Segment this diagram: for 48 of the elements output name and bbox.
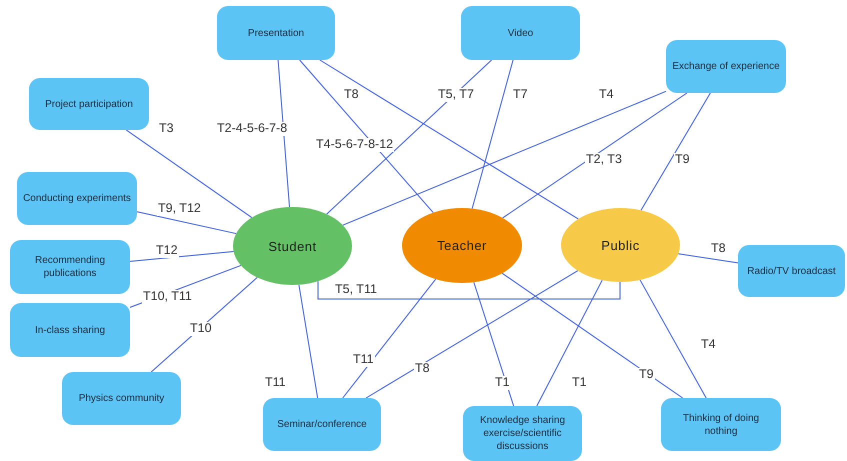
edge-label: T1 <box>494 376 511 390</box>
connector-line <box>150 276 258 372</box>
role-ellipse: Public <box>561 208 680 282</box>
activity-box: Presentation <box>217 6 335 60</box>
connector-line <box>130 251 234 262</box>
edge-label: T4-5-6-7-8-12 <box>315 138 394 152</box>
connector-line <box>536 280 603 406</box>
connector-line <box>278 60 290 208</box>
connector-line <box>678 253 738 264</box>
edge-label: T2-4-5-6-7-8 <box>216 122 288 136</box>
connector-line <box>326 60 492 215</box>
activity-box: Video <box>461 6 580 60</box>
connector-line <box>299 60 434 214</box>
connector-line <box>342 278 436 398</box>
activity-box: In-class sharing <box>10 303 130 357</box>
role-ellipse: Teacher <box>402 208 522 283</box>
connector-line <box>318 280 620 300</box>
connector-line <box>472 60 514 210</box>
connector-line <box>342 90 666 226</box>
connector-line <box>473 282 514 406</box>
edge-label: T10 <box>189 322 213 336</box>
connector-line <box>640 279 707 398</box>
activity-box: Physics community <box>62 372 181 425</box>
activity-box: Radio/TV broadcast <box>738 245 845 297</box>
edge-label: T2, T3 <box>585 153 623 167</box>
edge-label: T11 <box>352 353 375 367</box>
edge-label: T5, T11 <box>334 283 378 297</box>
connector-line <box>502 92 688 218</box>
connector-line <box>319 60 579 220</box>
role-ellipse: Student <box>233 207 352 285</box>
activity-box: Exchange of experience <box>666 40 786 93</box>
edge-label: T10, T11 <box>142 290 193 304</box>
activity-box: Seminar/conference <box>263 398 381 451</box>
activity-box: Thinking of doing nothing <box>661 398 781 451</box>
connector-line <box>298 284 318 398</box>
connector-line <box>640 92 711 211</box>
connector-line <box>136 211 237 234</box>
activity-box: Recommending publications <box>10 240 130 294</box>
activity-box: Project participation <box>29 78 149 130</box>
activity-box: Conducting experiments <box>17 172 137 225</box>
edge-label: T12 <box>155 244 179 258</box>
activity-box: Knowledge sharing exercise/scientific discussions <box>463 406 582 461</box>
edge-label: T5, T7 <box>437 88 475 102</box>
edge-label: T9, T12 <box>157 202 202 216</box>
edge-label: T9 <box>638 368 655 382</box>
connector-line <box>126 130 252 218</box>
connector-line <box>366 270 578 398</box>
connector-line <box>502 272 684 398</box>
